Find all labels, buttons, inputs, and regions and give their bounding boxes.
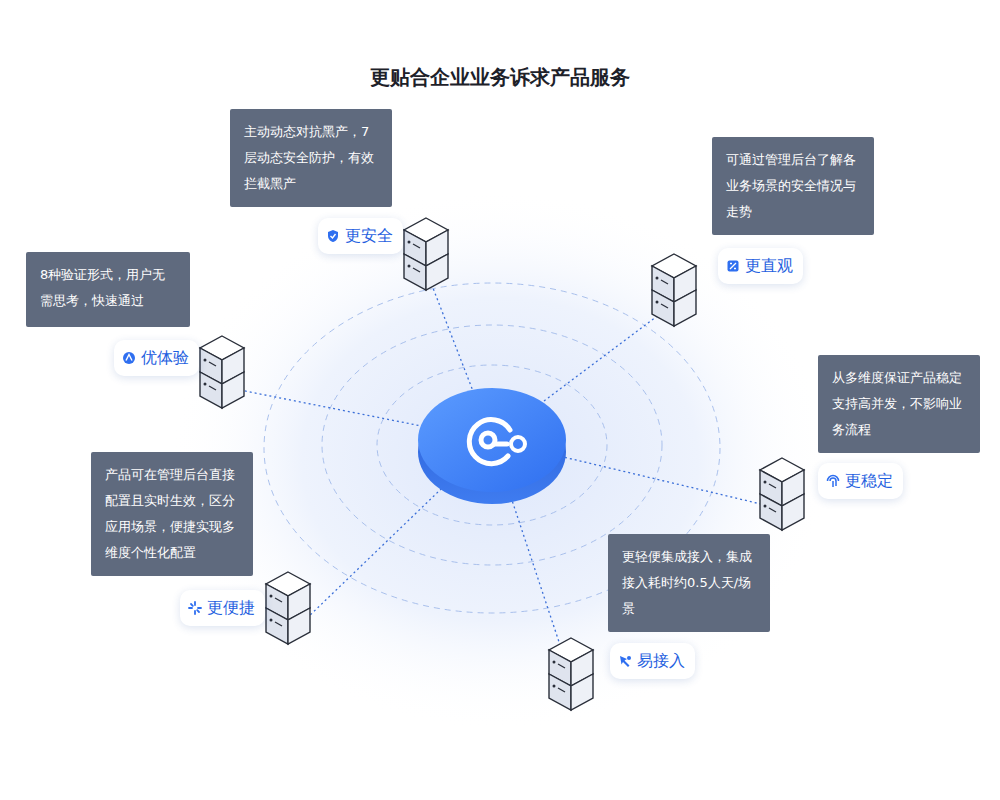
tag-icon	[826, 474, 840, 488]
tag-icon	[326, 229, 340, 243]
feature-tag: 更安全	[318, 218, 403, 254]
description-callout: 8种验证形式，用户无需思考，快速通过	[26, 252, 190, 327]
description-callout: 从多维度保证产品稳定支持高并发，不影响业务流程	[818, 355, 980, 453]
feature-tag: 更稳定	[818, 463, 903, 499]
description-text: 更轻便集成接入，集成接入耗时约0.5人天/场景	[622, 549, 752, 616]
tag-icon	[188, 601, 202, 615]
feature-label: 优体验	[141, 348, 189, 368]
feature-label: 更直观	[745, 256, 793, 276]
description-callout: 可通过管理后台了解各业务场景的安全情况与走势	[712, 137, 874, 235]
description-callout: 产品可在管理后台直接配置且实时生效，区分应用场景，便捷实现多维度个性化配置	[91, 452, 253, 576]
feature-label: 更便捷	[207, 598, 255, 618]
description-callout: 更轻便集成接入，集成接入耗时约0.5人天/场景	[608, 534, 770, 632]
feature-label: 易接入	[637, 651, 685, 671]
description-text: 主动动态对抗黑产，7层动态安全防护，有效拦截黑产	[244, 124, 374, 191]
tag-icon	[122, 351, 136, 365]
diagram-title: 更贴合企业业务诉求产品服务	[0, 64, 1000, 91]
description-text: 从多维度保证产品稳定支持高并发，不影响业务流程	[832, 370, 962, 437]
feature-tag: 易接入	[610, 643, 695, 679]
tag-icon	[726, 259, 740, 273]
description-callout: 主动动态对抗黑产，7层动态安全防护，有效拦截黑产	[230, 109, 392, 207]
tag-icon	[618, 654, 632, 668]
description-text: 8种验证形式，用户无需思考，快速通过	[40, 267, 165, 308]
feature-tag: 更便捷	[180, 590, 265, 626]
description-text: 产品可在管理后台直接配置且实时生效，区分应用场景，便捷实现多维度个性化配置	[105, 467, 235, 560]
feature-tag: 更直观	[718, 248, 803, 284]
feature-label: 更安全	[345, 226, 393, 246]
feature-tag: 优体验	[114, 340, 199, 376]
feature-label: 更稳定	[845, 471, 893, 491]
description-text: 可通过管理后台了解各业务场景的安全情况与走势	[726, 152, 856, 219]
